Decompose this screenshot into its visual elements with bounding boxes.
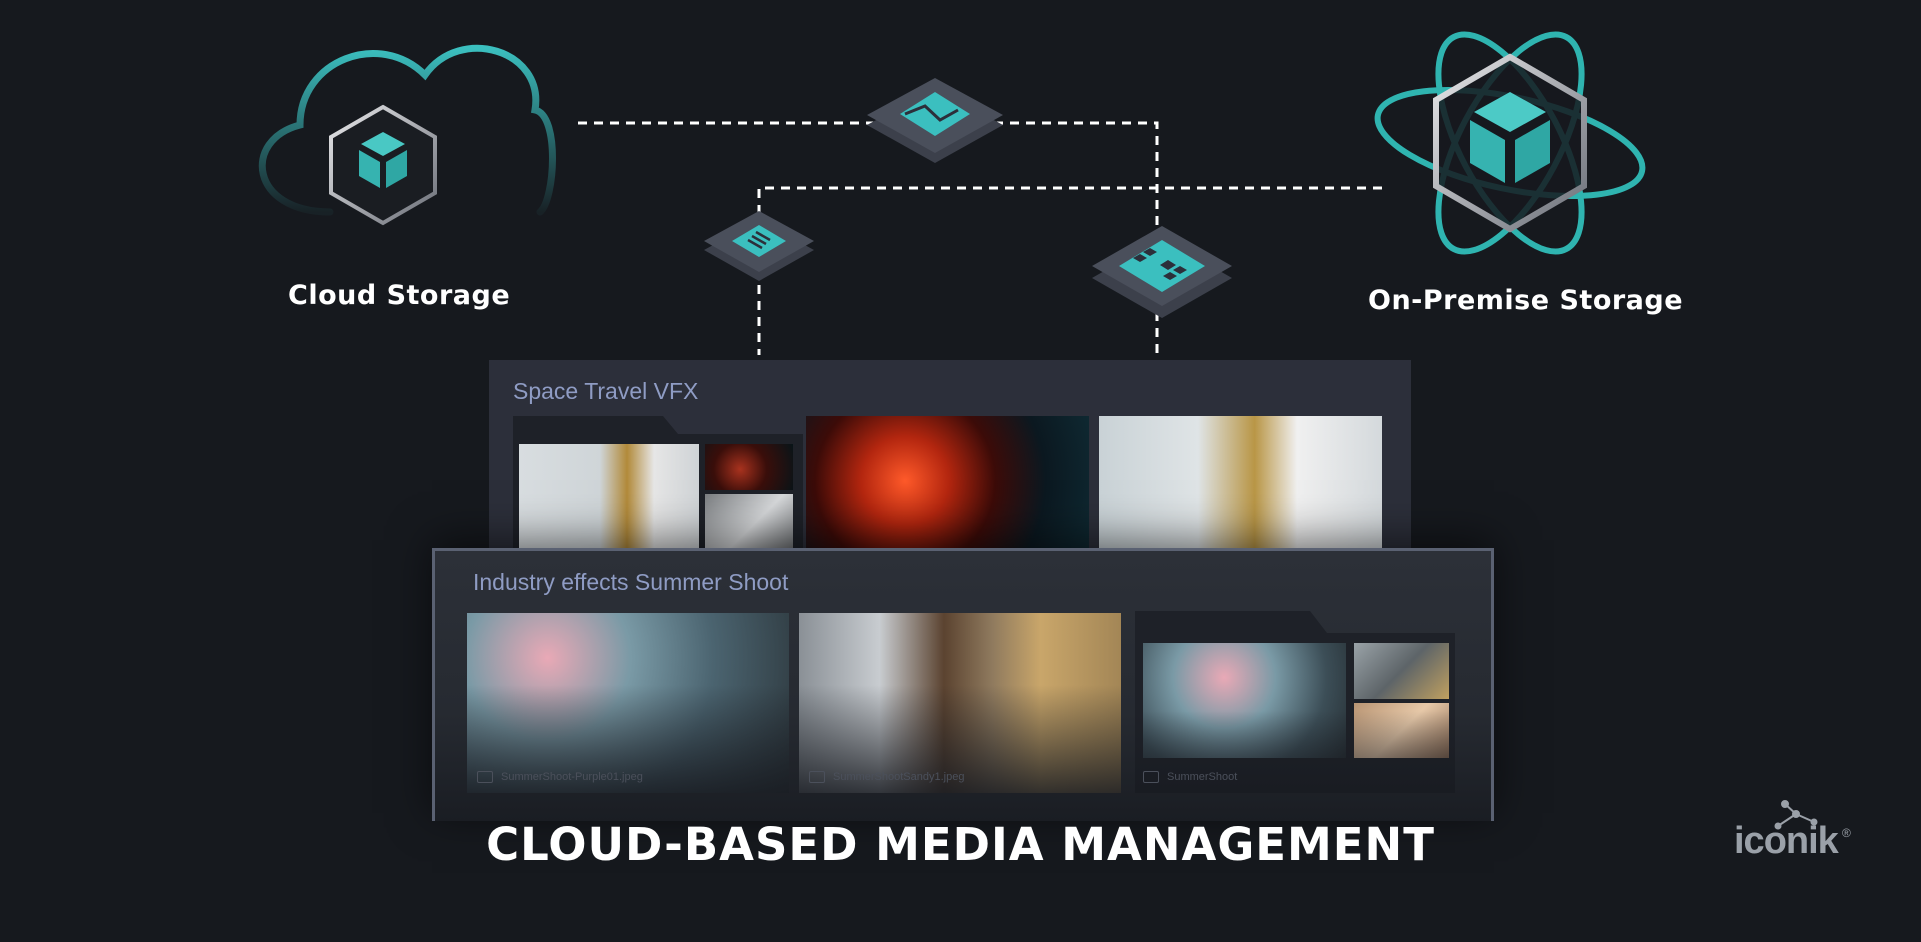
- collection-title: Space Travel VFX: [513, 378, 699, 404]
- thumbnail-astronaut-red-small[interactable]: [705, 444, 793, 490]
- thumbnail-caption: SummerShootSandy1.jpeg: [833, 770, 965, 783]
- thumbnail-astronaut-red[interactable]: [806, 416, 1089, 560]
- cloud-icon: [258, 44, 556, 216]
- camera-icon: [1143, 771, 1159, 783]
- registered-mark: ®: [1842, 826, 1851, 840]
- thumbnail-summer-folder-top[interactable]: [1354, 643, 1449, 699]
- headline: CLOUD-BASED MEDIA MANAGEMENT: [486, 818, 1435, 871]
- camera-icon: [477, 771, 493, 783]
- collection-panel-space-travel[interactable]: Space Travel VFX: [489, 360, 1411, 566]
- iconik-logo: iconik ®: [1730, 800, 1880, 870]
- cube-icon: [329, 104, 437, 226]
- cloud-storage-label: Cloud Storage: [288, 280, 511, 311]
- image-icon: [867, 78, 1003, 163]
- subfolder-tile[interactable]: SummerShoot: [1135, 611, 1455, 793]
- film-icon: [1092, 226, 1232, 318]
- camera-icon: [809, 771, 825, 783]
- atom-icon: [1374, 31, 1646, 255]
- on-premise-storage-label: On-Premise Storage: [1368, 285, 1684, 316]
- subfolder-tile[interactable]: [513, 416, 803, 566]
- thumbnail-astronaut-white[interactable]: [519, 444, 699, 564]
- dashed-connectors: [578, 121, 1382, 355]
- thumbnail-summer-sandy[interactable]: SummerShootSandy1.jpeg: [799, 613, 1121, 793]
- thumbnail-astronaut-white-large[interactable]: [1099, 416, 1382, 560]
- collection-panel-summer-shoot[interactable]: Industry effects Summer Shoot SummerShoo…: [432, 548, 1494, 821]
- constellation-icon: [1774, 800, 1818, 830]
- document-icon: [704, 211, 814, 281]
- collection-title: Industry effects Summer Shoot: [473, 569, 789, 595]
- thumbnail-summer-purple[interactable]: SummerShoot-Purple01.jpeg: [467, 613, 789, 793]
- logo-text: iconik: [1734, 820, 1839, 862]
- thumbnail-caption: SummerShoot: [1167, 770, 1238, 783]
- thumbnail-caption: SummerShoot-Purple01.jpeg: [501, 770, 643, 783]
